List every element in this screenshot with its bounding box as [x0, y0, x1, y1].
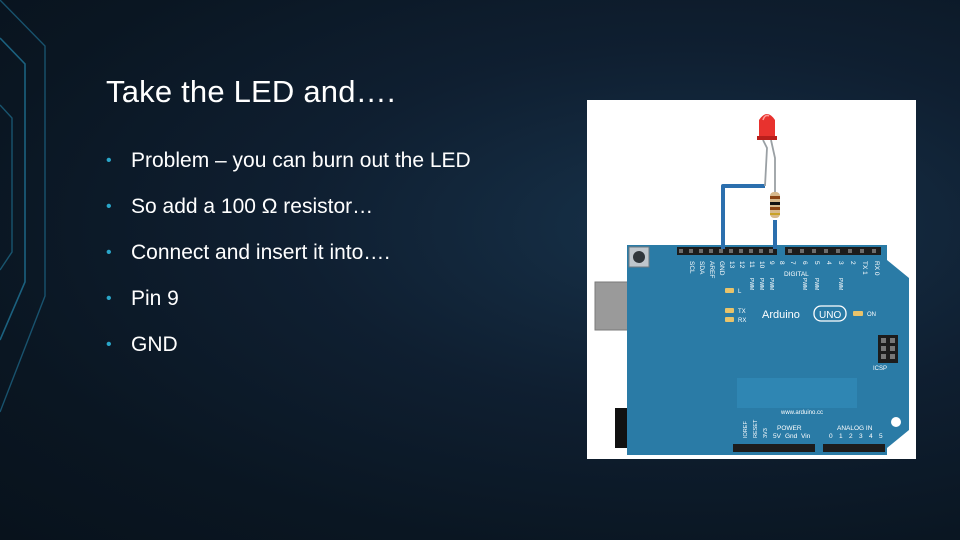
- pin-label-5: 5: [813, 261, 820, 265]
- pin-label-vin: Vin: [801, 433, 811, 440]
- analog-pin-label: 2: [849, 433, 853, 440]
- slide-title: Take the LED and….: [106, 74, 396, 109]
- bullet-icon: •: [106, 336, 112, 353]
- brand-logo: Arduino: [762, 309, 800, 321]
- board-body: [627, 245, 909, 455]
- arduino-diagram: SCL SDA AREF GND 13 12 11 10 9 8 7 6 5 4…: [587, 100, 916, 459]
- pin-label-12: 12: [738, 261, 745, 269]
- bullet-text: GND: [131, 333, 178, 356]
- bullet-item: • GND: [106, 322, 471, 368]
- digital-header-low: [785, 247, 881, 255]
- pin-label-gnd-power: Gnd: [785, 433, 798, 440]
- pin-label-11: 11: [748, 261, 755, 268]
- led-lead: [762, 139, 768, 187]
- bullet-icon: •: [106, 290, 112, 307]
- pwm-label: PWM: [758, 278, 764, 290]
- pin-label-gnd: GND: [718, 261, 725, 276]
- pin-label-3: 3: [837, 261, 844, 265]
- bullet-item: • Problem – you can burn out the LED: [106, 138, 471, 184]
- bullet-item: • Pin 9: [106, 276, 471, 322]
- led: [759, 114, 775, 140]
- pin-label-7: 7: [789, 261, 796, 265]
- bullet-icon: •: [106, 152, 112, 169]
- pin-label-10: 10: [758, 261, 765, 269]
- pin-label-9: 9: [768, 261, 775, 265]
- bullet-text: Problem – you can burn out the LED: [131, 149, 471, 172]
- uno-label: UNO: [819, 310, 841, 321]
- bullet-text: So add a 100 Ω resistor…: [131, 195, 374, 218]
- pwm-label: PWM: [801, 278, 807, 290]
- pwm-label: PWM: [837, 278, 843, 290]
- analog-header: [823, 444, 885, 452]
- gnd-wire: [721, 184, 765, 249]
- analog-pin-label: 1: [839, 433, 843, 440]
- analog-pin-label: 5: [879, 433, 883, 440]
- analog-label: ANALOG IN: [837, 425, 873, 432]
- led-base: [757, 136, 777, 140]
- digital-header-high: [677, 247, 777, 255]
- rx-label: RX: [738, 318, 746, 324]
- uno-badge: [813, 305, 847, 322]
- led-lead: [770, 139, 776, 192]
- pin-label-6: 6: [801, 261, 808, 265]
- power-header: [733, 444, 815, 452]
- pin-label-scl: SCL: [688, 261, 695, 274]
- on-label: ON: [867, 312, 876, 318]
- bullet-text: Connect and insert it into….: [131, 241, 391, 264]
- bullet-item: • Connect and insert it into….: [106, 230, 471, 276]
- analog-pin-label: 3: [859, 433, 863, 440]
- reset-button-cap: [633, 251, 645, 263]
- pin-label-4: 4: [825, 261, 832, 265]
- analog-pin-label: 4: [869, 433, 873, 440]
- l-label: L: [738, 289, 742, 295]
- decorative-lines: [0, 0, 46, 413]
- analog-pin-label: 0: [829, 433, 833, 440]
- tx-label: TX: [738, 309, 746, 315]
- pin-label-aref: AREF: [708, 261, 715, 278]
- on-led: [853, 311, 863, 316]
- bullet-text: Pin 9: [131, 287, 179, 310]
- pwm-label: PWM: [768, 278, 774, 290]
- arduino-illustration: SCL SDA AREF GND 13 12 11 10 9 8 7 6 5 4…: [594, 114, 909, 455]
- bullet-list: • Problem – you can burn out the LED • So …: [106, 138, 471, 368]
- pin-label-tx1: TX 1: [861, 261, 868, 275]
- tx-led: [725, 308, 734, 313]
- mounting-hole: [891, 417, 901, 427]
- bullet-item: • So add a 100 Ω resistor…: [106, 184, 471, 230]
- pin-label-ioref: IOREF: [743, 421, 749, 438]
- pin-label-sda: SDA: [698, 261, 705, 275]
- pwm-label: PWM: [813, 278, 819, 290]
- pin-label-8: 8: [778, 261, 785, 265]
- pin-label-13: 13: [728, 261, 735, 269]
- rx-led: [725, 317, 734, 322]
- bullet-icon: •: [106, 198, 112, 215]
- digital-label: DIGITAL: [784, 271, 809, 278]
- pin-label-2: 2: [849, 261, 856, 265]
- l-led: [725, 288, 734, 293]
- pin-label-rx0: RX 0: [873, 261, 880, 276]
- bullet-icon: •: [106, 244, 112, 261]
- chip-area: [737, 378, 857, 408]
- pwm-label: PWM: [748, 278, 754, 290]
- pin-label-3v3: 3V3: [763, 428, 769, 438]
- website-label: www.arduino.cc: [780, 410, 823, 416]
- power-label: POWER: [777, 425, 802, 432]
- icsp-label: ICSP: [873, 366, 887, 372]
- pin-label-5v: 5V: [773, 433, 782, 440]
- pin-label-reset: RESET: [753, 419, 759, 438]
